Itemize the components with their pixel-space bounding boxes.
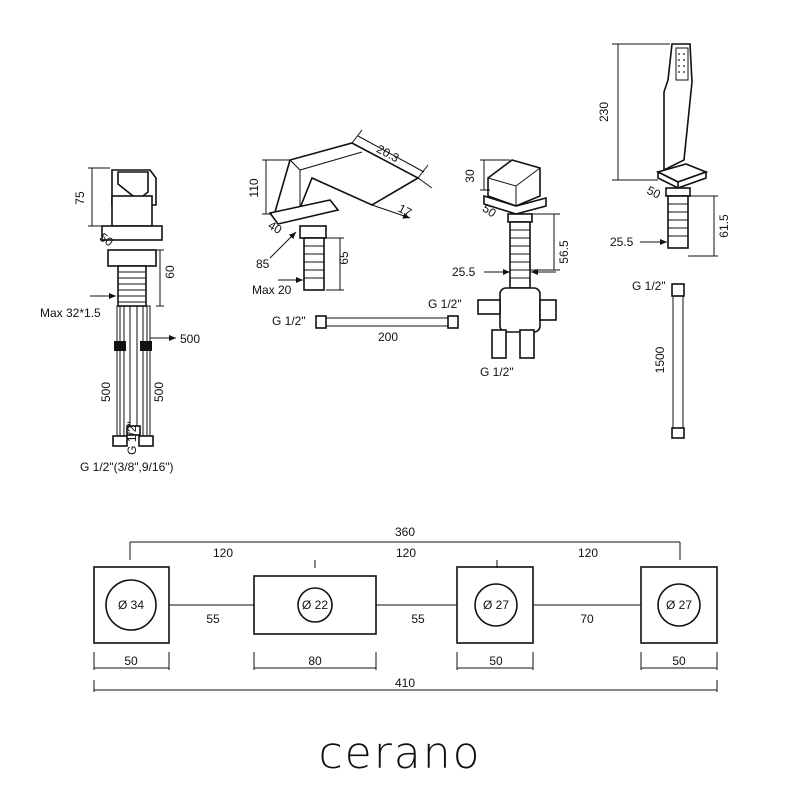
handshower-spray-nozzles: [678, 53, 685, 73]
layout-gap-3-label: 70: [580, 612, 594, 626]
handshower-assembly: 230 50 61.5 25.5 G 1/2" 1500: [597, 43, 731, 439]
layout-overall-centers-label: 360: [395, 525, 415, 539]
layout-hole-4-label: Ø 27: [666, 598, 692, 612]
diverter-thread-bottom-label: G 1/2": [480, 365, 514, 379]
spout-nut: [299, 225, 327, 239]
diverter-valve-body: [499, 287, 541, 333]
layout-width-3-label: 50: [489, 654, 503, 668]
layout-gap-2-label: 55: [411, 612, 425, 626]
connection-hose-length-label: 200: [378, 330, 398, 344]
diverter-outlet-right: [539, 299, 557, 321]
diverter-inlet-left: [477, 299, 501, 315]
mixer-hose-left-label: 500: [99, 382, 113, 402]
connection-hose-fitting-right: [447, 315, 459, 329]
mixer-hose-fitting-mid: [126, 425, 141, 436]
connection-hose: G 1/2" G 1/2" 200: [272, 297, 462, 344]
spout-width-label: 17: [396, 201, 415, 220]
handshower-base-label: 50: [645, 183, 663, 201]
spout-max-thread-label: Max 20: [252, 283, 292, 297]
layout-hole-2-label: Ø 22: [302, 598, 328, 612]
handshower-hose-fitting-bottom: [671, 427, 685, 439]
connection-hose-fitting-left: [315, 315, 327, 329]
layout-spacing-3-label: 120: [578, 546, 598, 560]
diverter-base-plate: [483, 194, 547, 215]
mixer-thread-vertical-label: G 1/2": [125, 421, 139, 455]
layout-hole-3-label: Ø 27: [483, 598, 509, 612]
mixer-hose-right-label: 500: [180, 332, 200, 346]
connection-hose-thread-left-label: G 1/2": [272, 314, 306, 328]
layout-width-2-label: 80: [308, 654, 322, 668]
layout-hole-2: [297, 587, 333, 623]
spout-base-label: 40: [266, 218, 285, 237]
spout-body: [273, 142, 420, 213]
mixer-hose-crimp-right: [140, 341, 152, 351]
handshower-height-label: 230: [597, 102, 611, 122]
brand-logo: cerano: [318, 728, 481, 779]
mixer-max-thread-label: Max 32*1.5: [40, 306, 101, 320]
connection-hose-braid: [325, 317, 449, 327]
mixer-hose-fitting-right: [138, 435, 154, 447]
layout-hole-1-label: Ø 34: [118, 598, 144, 612]
diverter-outlet-bottom-right: [519, 329, 535, 359]
spout-shank: [303, 237, 325, 291]
spout-assembly: 110 20.3 17 40 85 65 Max 20: [247, 129, 433, 297]
diverter-shank-label: 56.5: [557, 240, 571, 264]
handshower-shank-threads: [668, 203, 688, 237]
mixer-hose-mid-label: 500: [152, 382, 166, 402]
mixer-base-plate: [101, 225, 163, 241]
spout-reach-label: 85: [256, 257, 270, 271]
mixer-column: [111, 195, 153, 227]
mixer-shank-label: 60: [163, 265, 177, 279]
mixer-thread-bottom-label: G 1/2"(3/8",9/16"): [80, 460, 174, 474]
spout-shank-label: 65: [337, 251, 351, 265]
layout-hole-4: [657, 583, 701, 627]
layout-hole-1: [105, 579, 157, 631]
handshower-thread-label: G 1/2": [632, 279, 666, 293]
diverter-outlet-bottom-left: [491, 329, 507, 359]
spout-height-label: 110: [247, 178, 261, 197]
handshower-shank-label: 61.5: [717, 214, 731, 238]
mixer-shank-threads: [118, 271, 146, 303]
handshower-nut: [665, 187, 691, 197]
handshower-handset: [663, 43, 693, 172]
mixer-assembly: 75 50 60 Max 32*1.5 500 500 500 G 1/2" G…: [40, 167, 200, 474]
layout-spacing-2-label: 120: [396, 546, 416, 560]
layout-width-4-label: 50: [672, 654, 686, 668]
diverter-offset-label: 25.5: [452, 265, 476, 279]
layout-hole-3: [474, 583, 518, 627]
handshower-hose-fitting-top: [671, 283, 685, 297]
diverter-shank-threads: [510, 229, 530, 279]
layout-width-1-label: 50: [124, 654, 138, 668]
handshower-hose-braid: [672, 295, 684, 429]
diverter-nut: [507, 213, 533, 223]
layout-overall-width-label: 410: [395, 676, 415, 690]
layout-gap-1-label: 55: [206, 612, 220, 626]
mixer-nut: [107, 249, 157, 267]
mixer-shank: [117, 265, 147, 307]
spout-base-plate: [268, 199, 340, 225]
connection-hose-thread-right-label: G 1/2": [428, 297, 462, 311]
handshower-shank: [667, 195, 689, 249]
diverter-knob: [487, 159, 541, 207]
deck-layout-plan: 360 120 120 120 Ø 34 Ø 22 Ø 27 Ø 27 55 5…: [93, 525, 718, 692]
spout-shank-threads: [304, 245, 324, 279]
diverter-assembly: 30 50 56.5 25.5 G 1/2": [452, 159, 571, 379]
handshower-offset-label: 25.5: [610, 235, 634, 249]
diverter-height-label: 30: [463, 169, 477, 183]
handshower-hose-length-label: 1500: [653, 346, 667, 373]
layout-spacing-1-label: 120: [213, 546, 233, 560]
mixer-height-label: 75: [73, 191, 87, 205]
mixer-hose-mid: [129, 305, 138, 432]
